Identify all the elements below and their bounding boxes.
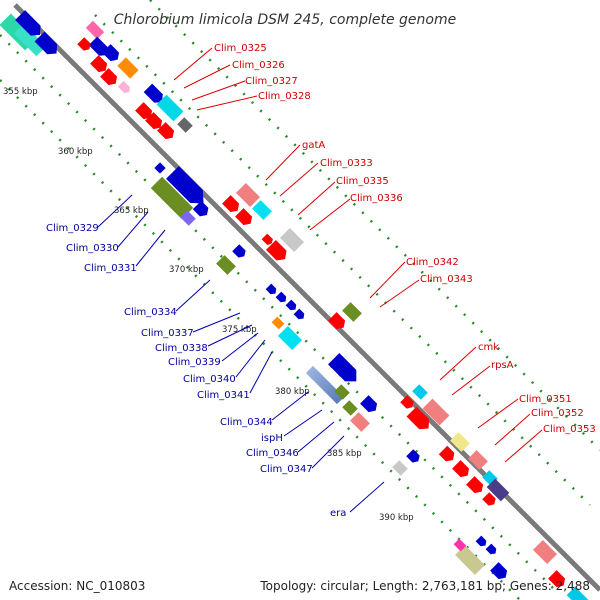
gene-label-isph: ispH xyxy=(261,433,283,444)
gene-label-clim-0346: Clim_0346 xyxy=(246,448,299,459)
kbp-label: 370 kbp xyxy=(169,265,204,275)
gene-label-era: era xyxy=(330,508,346,519)
accession-label: Accession: NC_010803 xyxy=(9,579,146,593)
gene-label-clim-0341: Clim_0341 xyxy=(197,390,250,401)
gene-label-gata: gatA xyxy=(302,140,325,151)
kbp-label: 365 kbp xyxy=(114,206,149,216)
topology-label: Topology: circular; Length: 2,763,181 bp… xyxy=(260,579,590,593)
gene-label-clim-0339: Clim_0339 xyxy=(168,357,221,368)
gene-label-clim-0326: Clim_0326 xyxy=(232,60,285,71)
kbp-label: 375 kbp xyxy=(222,325,257,335)
gene-label-clim-0353: Clim_0353 xyxy=(543,424,596,435)
kbp-label: 385 kbp xyxy=(327,449,362,459)
gene-label-clim-0328: Clim_0328 xyxy=(258,91,311,102)
gene-label-clim-0344: Clim_0344 xyxy=(220,417,273,428)
gene-label-clim-0340: Clim_0340 xyxy=(183,374,236,385)
gene-label-clim-0338: Clim_0338 xyxy=(155,343,208,354)
gene-label-clim-0334: Clim_0334 xyxy=(124,307,177,318)
outer-gene-labels: Clim_0325 Clim_0326 Clim_0327 Clim_0328 … xyxy=(173,43,596,463)
gene-label-clim-0352: Clim_0352 xyxy=(531,408,584,419)
gene-label-clim-0331: Clim_0331 xyxy=(84,263,137,274)
gene-label-clim-0330: Clim_0330 xyxy=(66,243,119,254)
gene-label-clim-0335: Clim_0335 xyxy=(336,176,389,187)
gene-label-clim-0347: Clim_0347 xyxy=(260,464,313,475)
kbp-label: 355 kbp xyxy=(3,87,38,97)
gene-label-clim-0337: Clim_0337 xyxy=(141,328,194,339)
map-title: Chlorobium limicola DSM 245, complete ge… xyxy=(114,12,457,28)
gene-label-clim-0343: Clim_0343 xyxy=(420,274,473,285)
gene-label-cmk: cmk xyxy=(478,342,499,353)
kbp-label: 380 kbp xyxy=(275,387,310,397)
gene-label-clim-0325: Clim_0325 xyxy=(214,43,267,54)
gene-label-clim-0336: Clim_0336 xyxy=(350,193,403,204)
gene-label-clim-0351: Clim_0351 xyxy=(519,394,572,405)
gene-label-clim-0327: Clim_0327 xyxy=(245,76,298,87)
gene-label-clim-0342: Clim_0342 xyxy=(406,257,459,268)
kbp-labels: 355 kbp 360 kbp 365 kbp 370 kbp 375 kbp … xyxy=(3,87,414,523)
kbp-label: 390 kbp xyxy=(379,513,414,523)
inner-gene-labels: Clim_0329 Clim_0330 Clim_0331 Clim_0334 … xyxy=(46,194,385,519)
gene-label-clim-0329: Clim_0329 xyxy=(46,223,99,234)
gene-label-rpsa: rpsA xyxy=(491,360,514,371)
kbp-label: 360 kbp xyxy=(58,147,93,157)
gene-label-clim-0333: Clim_0333 xyxy=(320,158,373,169)
